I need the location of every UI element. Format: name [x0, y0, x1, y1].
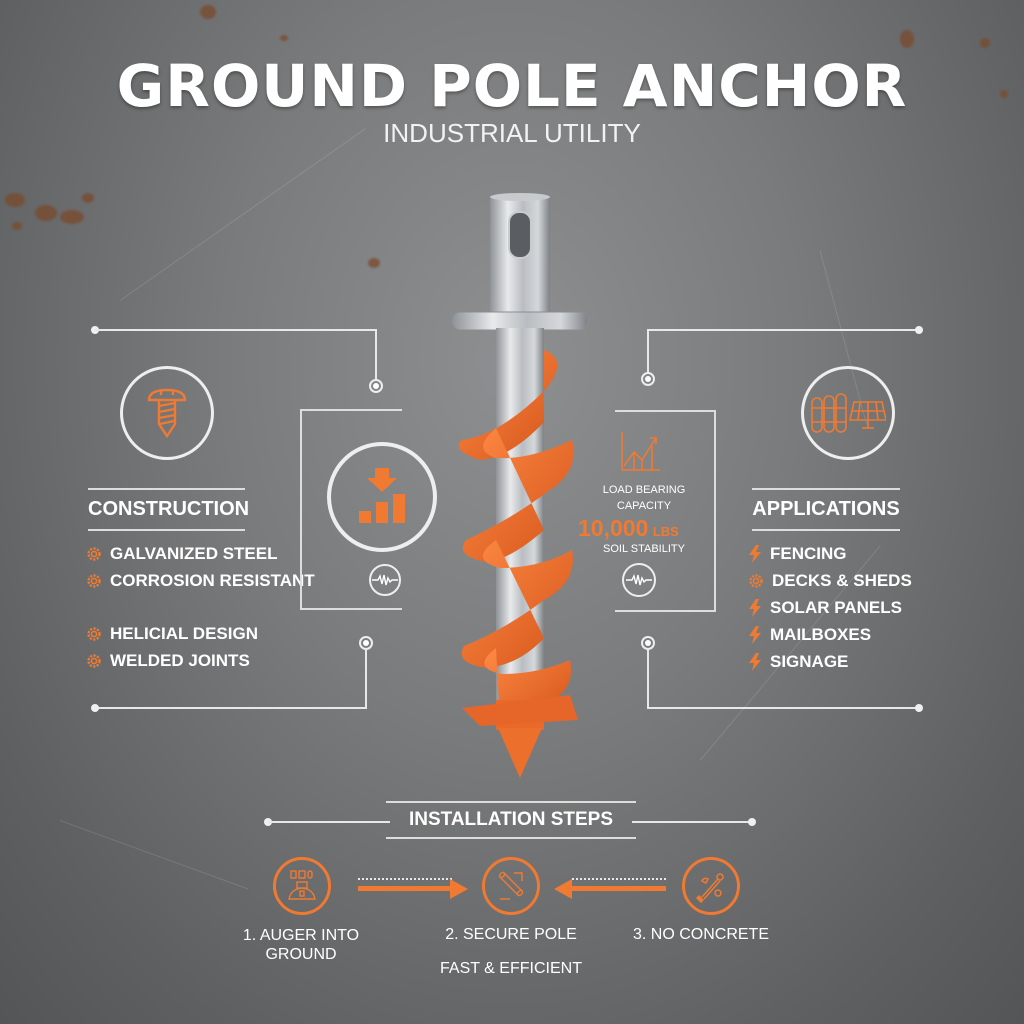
waveform-icon-circle-left [369, 564, 401, 596]
list-item: WELDED JOINTS [86, 647, 315, 674]
wrench-icon [695, 873, 724, 903]
list-spacer [86, 594, 315, 620]
load-bearing-label: LOAD BEARING CAPACITY [602, 484, 686, 512]
left-panel-box [300, 409, 402, 610]
step-3-icon-circle [682, 857, 740, 915]
gear-icon [87, 626, 101, 641]
fence-solar-panel-icon [811, 393, 886, 433]
list-item: SIGNAGE [748, 648, 912, 675]
page-title: GROUND POLE ANCHOR [116, 52, 908, 120]
gear-icon [87, 546, 101, 561]
bolt-icon [749, 652, 761, 671]
list-item: MAILBOXES [748, 621, 912, 648]
step-1-icon-circle [273, 857, 331, 915]
auger-machine-icon [288, 870, 316, 900]
load-value-number: 10,000 [578, 515, 649, 541]
screw-icon [147, 388, 187, 439]
list-item: SOLAR PANELS [748, 594, 912, 621]
pole-icon [498, 871, 524, 900]
installation-heading: INSTALLATION STEPS [386, 801, 636, 839]
applications-heading: APPLICATIONS [752, 488, 900, 531]
waveform-icon [372, 573, 398, 586]
bolt-icon [749, 598, 761, 617]
applications-icon-circle [801, 366, 895, 460]
gear-icon [87, 653, 101, 668]
bolt-icon [749, 625, 761, 644]
waveform-icon [626, 573, 652, 586]
list-item: DECKS & SHEDS [748, 567, 912, 594]
soil-stability-label: SOIL STABILITY [603, 543, 685, 555]
installation-tagline: FAST & EFFICIENT [440, 960, 582, 977]
waveform-icon-circle-right [622, 563, 656, 597]
page-subtitle: INDUSTRIAL UTILITY [383, 118, 641, 148]
bolt-icon [749, 544, 761, 563]
list-item: HELICIAL DESIGN [86, 620, 315, 647]
list-item: GALVANIZED STEEL [86, 540, 315, 567]
ground-anchor-illustration [440, 190, 600, 780]
step-2-label: 2. SECURE POLE [445, 926, 577, 943]
line-chart-up-icon [621, 432, 660, 471]
step-3-label: 3. NO CONCRETE [632, 926, 769, 943]
load-value-unit: LBS [652, 524, 679, 539]
applications-list: FENCING DECKS & SHEDS SOLAR PANELS MAILB… [748, 540, 912, 675]
load-icon-circle [327, 442, 437, 552]
list-item: FENCING [748, 540, 912, 567]
load-value: 10,000 LBS [578, 515, 679, 542]
construction-heading: CONSTRUCTION [88, 488, 249, 531]
construction-list: GALVANIZED STEEL CORROSION RESISTANT HEL… [86, 540, 315, 674]
bar-chart-down-arrow-icon [359, 468, 405, 523]
list-item: CORROSION RESISTANT [86, 567, 315, 594]
gear-icon [749, 573, 763, 588]
step-1-label: 1. AUGER INTO GROUND [242, 927, 360, 963]
gear-icon [87, 573, 101, 588]
right-panel-box [615, 410, 716, 612]
step-2-icon-circle [482, 857, 540, 915]
construction-icon-circle [120, 366, 214, 460]
